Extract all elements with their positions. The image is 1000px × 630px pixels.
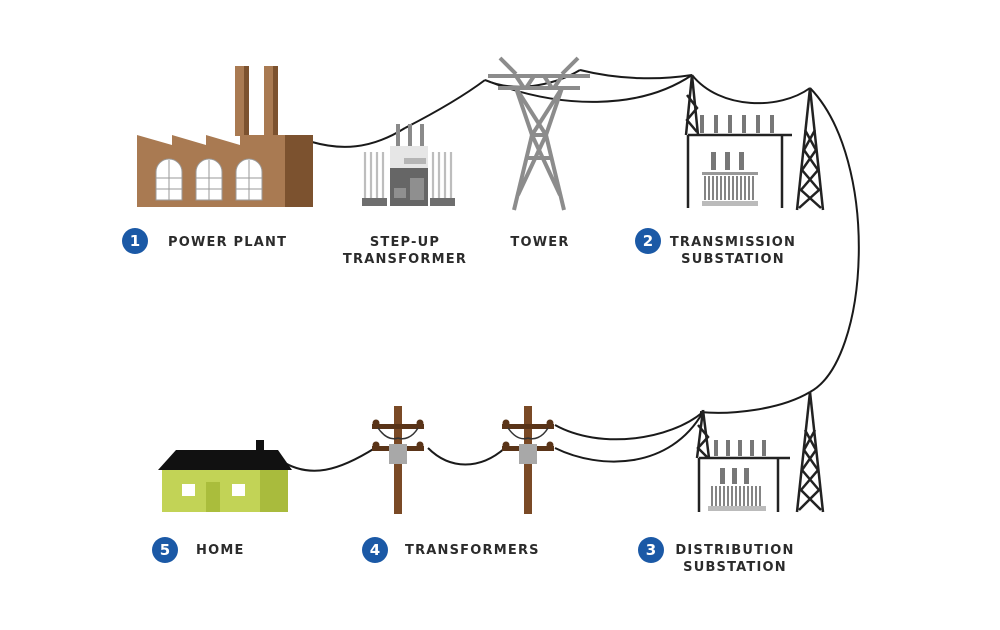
wire-substation-to-mast xyxy=(691,74,811,105)
house-icon xyxy=(158,440,292,512)
label-line: SUBSTATION xyxy=(681,252,785,267)
label-line: DISTRIBUTION xyxy=(675,543,795,558)
utility-pole-transformer-icon xyxy=(502,406,554,514)
wire-pole-to-house xyxy=(279,447,376,472)
label-line: TRANSMISSION xyxy=(669,235,797,250)
wire-substation-to-pole-2 xyxy=(554,411,704,463)
label-line: TOWER xyxy=(510,235,570,250)
wire-tower-arm xyxy=(484,69,581,88)
stage-number-badge: 3 xyxy=(638,537,664,563)
label-line: POWER PLANT xyxy=(168,235,288,250)
label-transformers: TRANSFORMERS xyxy=(405,542,540,559)
wire-plant-to-transformer xyxy=(311,127,406,148)
stage-number-badge: 5 xyxy=(152,537,178,563)
wire-loop-inner xyxy=(699,391,811,414)
utility-pole-transformer-icon xyxy=(372,406,424,514)
label-line: TRANSFORMER xyxy=(342,252,468,267)
label-line: SUBSTATION xyxy=(683,560,787,575)
step-up-transformer-icon xyxy=(362,124,455,206)
wire-pole-to-pole xyxy=(427,447,506,466)
label-distribution-substation: DISTRIBUTION SUBSTATION xyxy=(672,542,798,576)
label-line: STEP-UP xyxy=(369,235,441,250)
stage-number-badge: 1 xyxy=(122,228,148,254)
transmission-substation-icon xyxy=(684,74,825,211)
label-tower: TOWER xyxy=(500,234,580,251)
stage-number-badge: 2 xyxy=(635,228,661,254)
wire-substation-to-pole-1 xyxy=(554,411,704,441)
transmission-tower-icon xyxy=(488,56,590,211)
label-line: TRANSFORMERS xyxy=(405,543,540,558)
stage-number-badge: 4 xyxy=(362,537,388,563)
distribution-substation-icon xyxy=(695,391,825,513)
wire-transformer-to-tower xyxy=(404,79,486,129)
label-home: HOME xyxy=(196,542,245,559)
label-transmission-substation: TRANSMISSION SUBSTATION xyxy=(668,234,798,268)
label-line: HOME xyxy=(196,543,245,558)
wire-tower-to-substation-2 xyxy=(579,69,693,80)
label-step-up-transformer: STEP-UP TRANSFORMER xyxy=(330,234,480,268)
wire-long-loop xyxy=(809,87,860,393)
label-power-plant: POWER PLANT xyxy=(168,234,287,251)
factory-icon xyxy=(137,66,313,207)
